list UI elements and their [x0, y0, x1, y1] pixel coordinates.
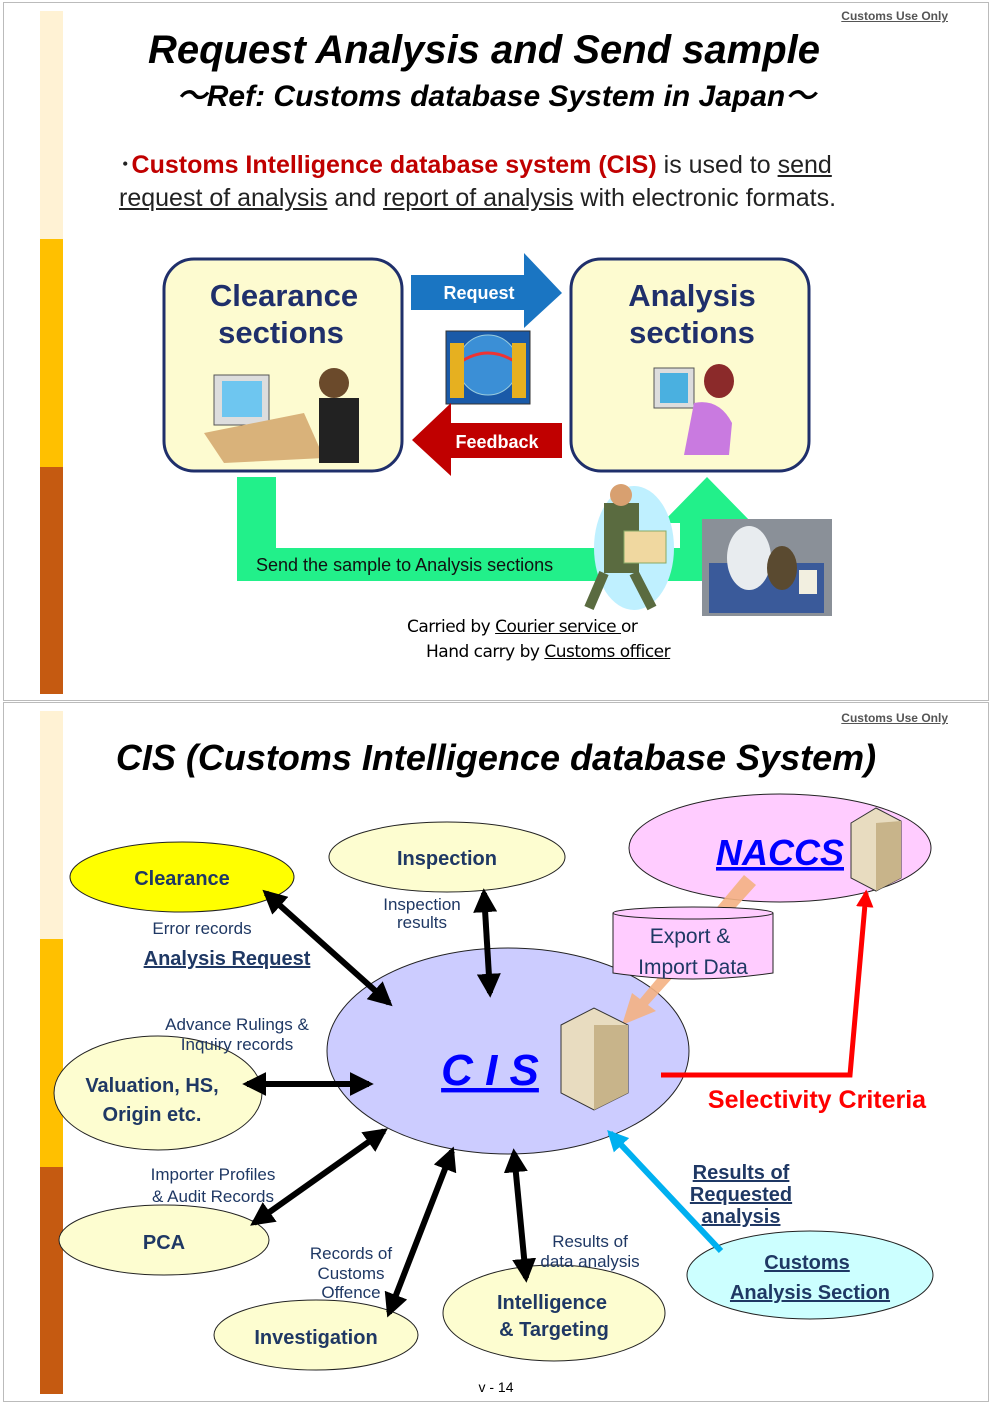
intelligence-label-1: Intelligence: [497, 1292, 607, 1314]
side-bar-cream: [40, 11, 63, 239]
bullet: ･: [119, 151, 132, 179]
intelligence-label-2: & Targeting: [499, 1319, 609, 1341]
arrow-inspection-cis: [473, 888, 501, 998]
slide-cis: Customs Use Only CIS (Customs Intelligen…: [3, 702, 989, 1402]
node-customs-analysis: [686, 1230, 934, 1320]
clerk-computer-icon: [204, 368, 359, 463]
node-inspection: [328, 821, 566, 893]
feedback-arrow: [412, 403, 562, 476]
text: or: [621, 617, 638, 637]
slide-subtitle: ～Ref: Customs database System in Japan～: [176, 80, 816, 113]
side-bar-cream: [40, 711, 63, 939]
underlined-send-request: send request of analysis: [119, 151, 832, 212]
send-sample-label: Send the sample to Analysis sections: [256, 555, 553, 575]
cis-server-icon: [560, 1007, 629, 1111]
courier-icon: [584, 484, 674, 611]
investigation-label: Investigation: [254, 1327, 377, 1349]
side-bar-brown: [40, 1167, 63, 1394]
arrow-intelligence-cis: [503, 1148, 537, 1283]
valuation-label-1: Valuation, HS,: [85, 1075, 218, 1097]
export-label-1: Export &: [650, 925, 731, 948]
clearance-label: Clearance: [134, 868, 230, 890]
analysis-request-label: Analysis Request: [144, 948, 311, 970]
sample-box-photo: [702, 519, 832, 616]
text: and: [327, 184, 384, 212]
selectivity-arrow: [661, 889, 874, 1078]
node-pca: [58, 1204, 270, 1276]
advance-rulings-2: Inquiry records: [181, 1035, 293, 1054]
server-icon: [850, 807, 902, 892]
clearance-box-label-2: sections: [218, 315, 344, 350]
customs-analysis-label-1: Customs: [764, 1252, 850, 1274]
clearance-box-label-1: Clearance: [210, 278, 358, 313]
customs-officer: Customs officer: [544, 642, 671, 662]
results-requested-1: Results of: [693, 1162, 790, 1184]
naccs-label: NACCS: [716, 832, 844, 873]
records-offence-2: Customs: [317, 1264, 384, 1283]
results-data-2: data analysis: [540, 1252, 639, 1271]
results-requested-2: Requested: [690, 1184, 792, 1206]
records-offence-3: Offence: [321, 1283, 380, 1302]
courier-service: Courier service: [495, 617, 622, 637]
side-bar-yellow: [40, 939, 63, 1167]
analysis-box-label-2: sections: [629, 315, 755, 350]
confidential-label: Customs Use Only: [841, 9, 948, 23]
request-label: Request: [443, 283, 514, 303]
export-label-2: Import Data: [638, 956, 748, 979]
inspection-label: Inspection: [397, 848, 497, 870]
page-number: v - 14: [478, 1379, 514, 1395]
feedback-label: Feedback: [455, 432, 539, 452]
results-requested-3: analysis: [702, 1206, 781, 1228]
text: with electronic formats.: [573, 184, 837, 212]
request-arrow: [411, 253, 562, 328]
side-bar-brown: [40, 467, 63, 694]
intro-paragraph: ･Customs Intelligence database system (C…: [119, 149, 909, 215]
slide-title: CIS (Customs Intelligence database Syste…: [115, 737, 877, 778]
text: Carried by: [407, 617, 496, 637]
node-clearance: [69, 841, 295, 913]
inspection-results-2: results: [397, 913, 447, 932]
cis-label: C I S: [441, 1046, 539, 1095]
selectivity-label: Selectivity Criteria: [708, 1086, 927, 1114]
arrow-investigation-cis: [384, 1146, 457, 1318]
results-arrow: [607, 1129, 724, 1254]
error-records-label: Error records: [152, 919, 251, 938]
system-name: Customs Intelligence database system (CI…: [131, 151, 657, 179]
inspection-results-1: Inspection: [383, 895, 461, 914]
slide-request-analysis: Customs Use Only Request Analysis and Se…: [3, 2, 989, 701]
confidential-label: Customs Use Only: [841, 711, 948, 725]
records-offence-1: Records of: [310, 1244, 392, 1263]
export-import-cylinder: [612, 906, 774, 980]
carried-line-1: Carried by Courier service or: [407, 617, 638, 637]
arrow-clearance-cis: [262, 889, 393, 1007]
text: Hand carry by: [426, 642, 545, 662]
connector-arrows: [242, 888, 537, 1318]
importer-profiles-2: & Audit Records: [152, 1187, 274, 1206]
text: is used to: [656, 151, 778, 179]
underlined-report: report of analysis: [383, 184, 574, 212]
customs-analysis-label-2: Analysis Section: [730, 1282, 890, 1304]
cis-diagram: Clearance Inspection Valuation, HS, Orig…: [53, 793, 934, 1371]
importer-profiles-1: Importer Profiles: [151, 1165, 276, 1184]
results-data-1: Results of: [552, 1232, 628, 1251]
analyst-computer-icon: [653, 364, 734, 455]
side-bar-yellow: [40, 239, 63, 467]
analysis-box-label-1: Analysis: [628, 278, 756, 313]
slide-title: Request Analysis and Send sample: [147, 28, 821, 72]
pca-label: PCA: [143, 1232, 185, 1254]
carried-line-2: Hand carry by Customs officer: [426, 642, 671, 662]
workflow-diagram: Clearance sections Analysis sections Req…: [162, 253, 832, 616]
node-investigation: [213, 1299, 419, 1371]
arrow-pca-cis: [250, 1128, 388, 1226]
advance-rulings-1: Advance Rulings &: [165, 1015, 309, 1034]
valuation-label-2: Origin etc.: [103, 1104, 202, 1126]
analysis-box: [569, 257, 811, 473]
network-exchange-icon: [445, 330, 531, 405]
